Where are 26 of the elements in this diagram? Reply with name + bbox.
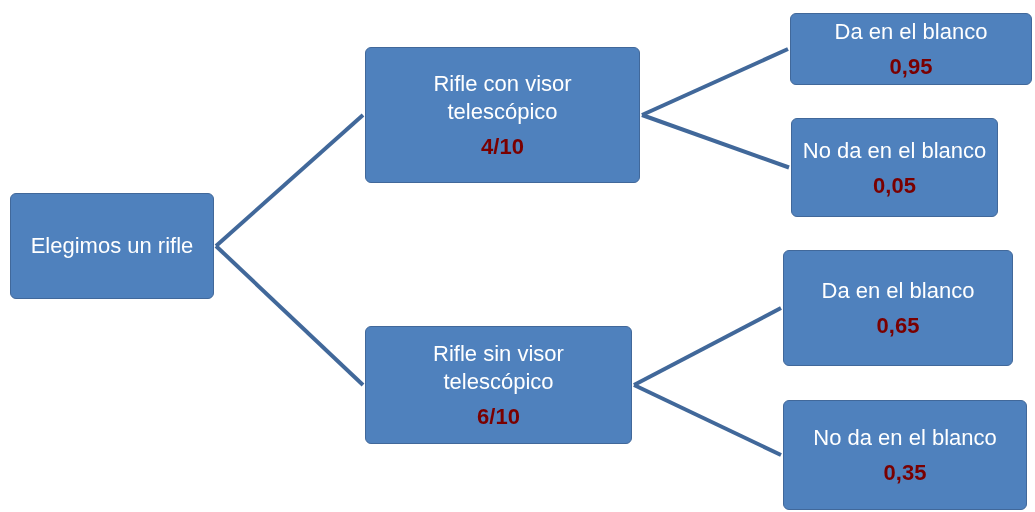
node-label: Elegimos un rifle [30,232,194,260]
process-box [783,250,1013,366]
process-box [365,326,632,444]
connector-line [633,383,782,457]
probability-value: 0,35 [883,460,927,486]
node-label: Rifle con visor telescópico [432,70,573,126]
node-label: Rifle sin visor telescópico [432,340,565,396]
connector-line [641,113,790,170]
probability-value: 0,95 [889,54,933,80]
connector-line [214,244,365,387]
probability-value: 6/10 [477,404,520,430]
process-box [10,193,214,299]
process-box [791,118,998,217]
node-label: Da en el blanco [834,18,988,46]
connector-line [641,47,789,117]
probability-value: 0,05 [873,172,916,199]
connector-line [214,113,365,248]
probability-value: 0,65 [876,313,920,339]
node-label: No da en el blanco [802,136,987,165]
node-label: No da en el blanco [813,424,997,452]
process-box [783,400,1027,510]
probability-value: 4/10 [481,134,524,160]
process-box [790,13,1032,85]
connector-line [633,306,782,387]
process-box [365,47,640,183]
node-label: Da en el blanco [821,277,975,305]
